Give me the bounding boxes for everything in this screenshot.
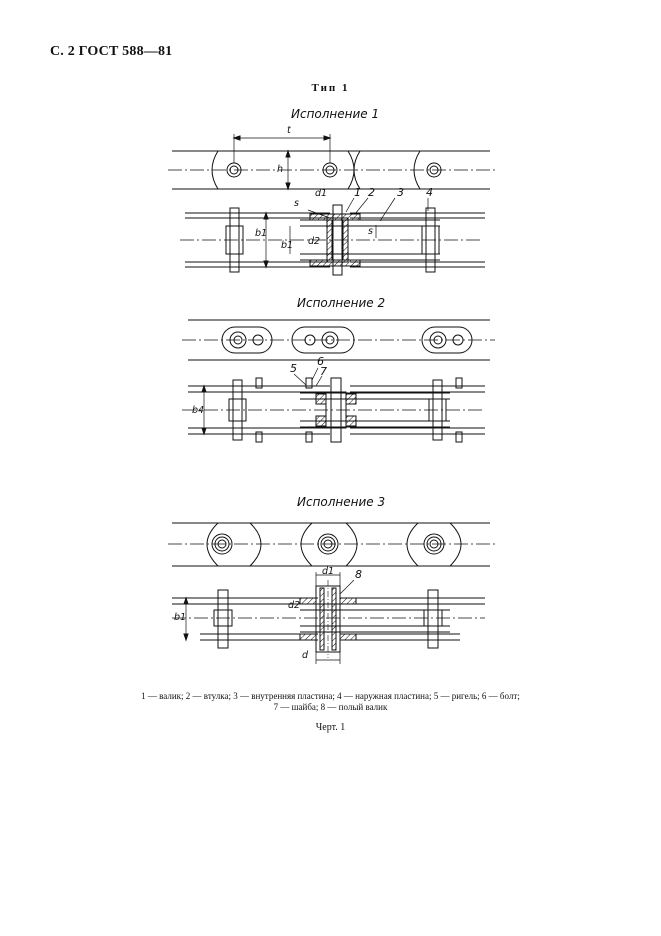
legend-line-1: 1 — валик; 2 — втулка; 3 — внутренняя пл… xyxy=(141,691,520,701)
type-title: Тип 1 xyxy=(311,82,350,94)
dim-t: t xyxy=(287,125,291,136)
callout-7: 7 xyxy=(320,365,327,378)
v1-side-view xyxy=(168,134,495,189)
dim-h: h xyxy=(277,164,284,175)
callout-4: 4 xyxy=(426,186,433,199)
v2-side-view xyxy=(182,320,495,360)
callout-3: 3 xyxy=(397,186,404,199)
v1-section-view xyxy=(180,198,485,275)
variant-2-title: Исполнение 2 xyxy=(297,296,386,310)
page-header: С. 2 ГОСТ 588—81 xyxy=(50,44,173,59)
callout-5: 5 xyxy=(290,362,297,375)
dim-d2-v3: d2 xyxy=(288,600,301,611)
legend-line-2: 7 — шайба; 8 — полый валик xyxy=(273,702,388,712)
dim-s-v1: s xyxy=(294,198,299,209)
legend: 1 — валик; 2 — втулка; 3 — внутренняя пл… xyxy=(60,691,601,713)
callout-6: 6 xyxy=(317,355,324,368)
callout-1: 1 xyxy=(354,186,361,199)
dim-b4: b4 xyxy=(192,405,205,416)
dim-d1-v3: d1 xyxy=(322,566,335,577)
dim-b1-v1: b1 xyxy=(255,228,268,239)
dim-b1-v3: b1 xyxy=(174,612,187,623)
dim-b1-inner-v1: b1 xyxy=(281,240,294,251)
dim-d2-v1: d2 xyxy=(308,236,321,247)
dim-d-v3: d xyxy=(302,650,309,661)
dim-d1-v1: d1 xyxy=(315,188,328,199)
variant-1-title: Исполнение 1 xyxy=(291,107,380,121)
figure-caption: Черт. 1 xyxy=(315,722,346,733)
v3-section-view xyxy=(172,572,485,664)
callout-2: 2 xyxy=(368,186,375,199)
v3-side-view xyxy=(168,523,495,566)
variant-3-title: Исполнение 3 xyxy=(297,495,386,509)
dim-s-inner-v1: s xyxy=(368,226,373,237)
callout-8: 8 xyxy=(355,568,362,581)
v2-section-view xyxy=(182,368,485,442)
